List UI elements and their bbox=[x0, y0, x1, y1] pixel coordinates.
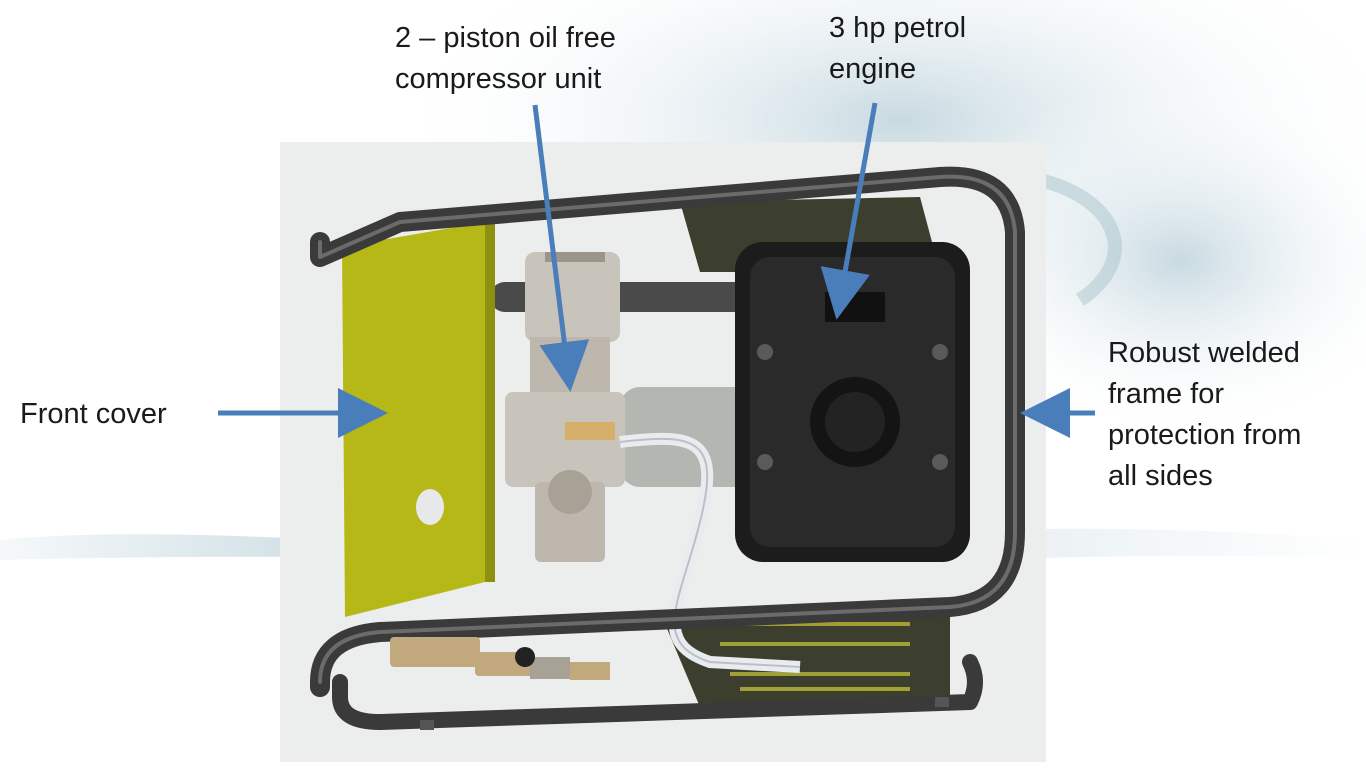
base-plate-right bbox=[660, 602, 950, 707]
drive-housing bbox=[620, 387, 760, 487]
compressor-illustration bbox=[280, 142, 1046, 762]
engine-label: 3 hp petrol engine bbox=[829, 12, 967, 85]
engine-housing bbox=[735, 242, 970, 562]
front-cover-plate bbox=[342, 222, 495, 617]
valve-fittings bbox=[390, 637, 610, 680]
frame-feet bbox=[420, 697, 949, 730]
front-cover-label: Front cover bbox=[20, 398, 167, 430]
base-plate-pattern bbox=[710, 622, 910, 691]
frame-label: Robust welded frame for protection from … bbox=[1108, 337, 1302, 492]
welded-frame bbox=[310, 166, 1025, 730]
compressor-label: 2 – piston oil free compressor unit bbox=[395, 22, 616, 95]
